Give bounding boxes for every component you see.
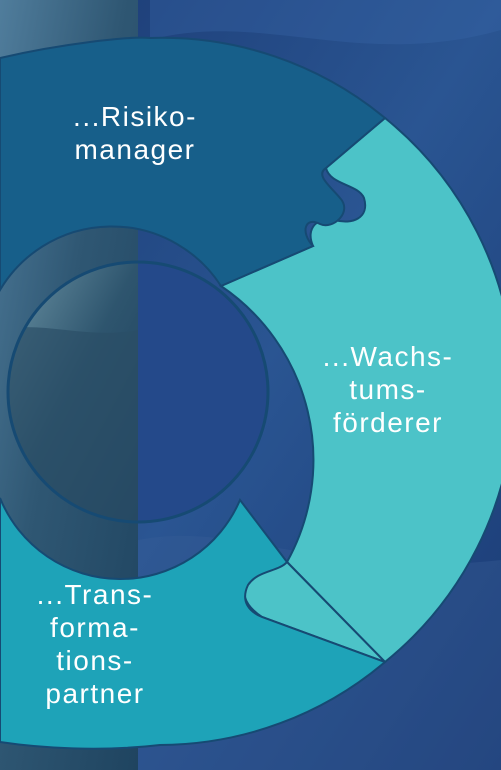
label-transformationspartner-line-3: tions- [56,645,134,676]
label-wachstumsfoerderer: ...Wachs- tums- förderer [292,340,484,439]
label-wachstumsfoerderer-line-1: ...Wachs- [322,341,454,372]
label-transformationspartner: ...Trans- forma- tions- partner [0,578,190,710]
label-wachstumsfoerderer-line-3: förderer [332,407,444,438]
label-transformationspartner-line-1: ...Trans- [36,579,154,610]
label-transformationspartner-line-4: partner [45,678,145,709]
segment-bottom [0,497,387,750]
label-risikomanager: ...Risiko- manager [30,100,240,166]
label-risikomanager-line-2: manager [74,134,196,165]
segment-right [218,116,501,664]
segment-top [0,36,387,292]
label-risikomanager-line-1: ...Risiko- [73,101,197,132]
wave-texture-2 [150,0,501,45]
label-transformationspartner-line-2: forma- [50,612,140,643]
inner-circle-outline [6,260,270,524]
label-wachstumsfoerderer-line-2: tums- [349,374,427,405]
